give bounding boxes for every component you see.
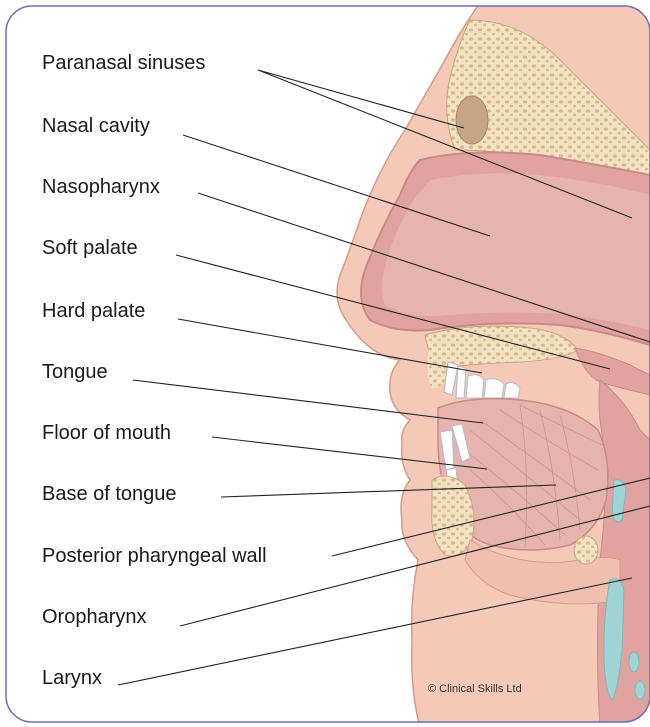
label-nasopharynx: Nasopharynx xyxy=(42,177,160,197)
label-posterior-pharyngeal-wall: Posterior pharyngeal wall xyxy=(42,546,267,566)
tracheal-ring xyxy=(635,681,645,699)
label-soft-palate: Soft palate xyxy=(42,238,138,258)
hyoid-bone xyxy=(574,536,598,564)
head-cross-section xyxy=(337,6,650,727)
tracheal-ring xyxy=(629,652,639,672)
label-base-of-tongue: Base of tongue xyxy=(42,484,177,504)
label-floor-of-mouth: Floor of mouth xyxy=(42,423,171,443)
label-oropharynx: Oropharynx xyxy=(42,607,147,627)
label-nasal-cavity: Nasal cavity xyxy=(42,116,150,136)
frontal-sinus xyxy=(456,96,488,144)
label-tongue: Tongue xyxy=(42,362,108,382)
label-larynx: Larynx xyxy=(42,668,102,688)
copyright-notice: © Clinical Skills Ltd xyxy=(428,683,522,695)
nasal-inner xyxy=(382,173,650,330)
label-hard-palate: Hard palate xyxy=(42,301,145,321)
label-paranasal-sinuses: Paranasal sinuses xyxy=(42,53,205,73)
